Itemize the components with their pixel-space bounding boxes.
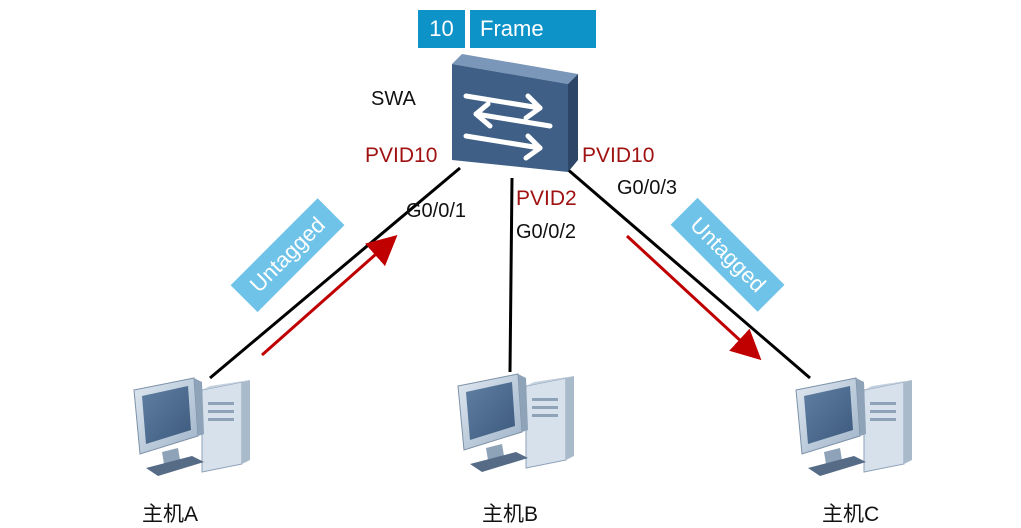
host-b-label: 主机B — [482, 503, 539, 526]
link-g0-0-1 — [209, 166, 461, 380]
link-g0-0-3 — [565, 166, 811, 380]
frame-vlan-id: 10 — [418, 10, 465, 48]
port3-name: G0/0/3 — [617, 177, 678, 199]
port3-pvid: PVID10 — [582, 144, 655, 167]
port2-pvid: PVID2 — [516, 187, 577, 210]
ingress-arrow — [261, 235, 398, 357]
host-b-computer-icon — [457, 373, 575, 473]
frame-label: Frame — [470, 10, 596, 48]
port2-name: G0/0/2 — [516, 221, 577, 243]
link-g0-0-2 — [508, 177, 514, 373]
host-a-computer-icon — [133, 377, 251, 477]
host-c-label: 主机C — [822, 503, 880, 526]
port1-pvid: PVID10 — [365, 144, 438, 167]
host-c-computer-icon — [795, 377, 913, 477]
port1-name: G0/0/1 — [406, 200, 467, 222]
host-a-label: 主机A — [142, 503, 199, 526]
switch-icon — [452, 54, 578, 172]
egress-arrow — [625, 234, 762, 361]
switch-name: SWA — [371, 88, 416, 110]
